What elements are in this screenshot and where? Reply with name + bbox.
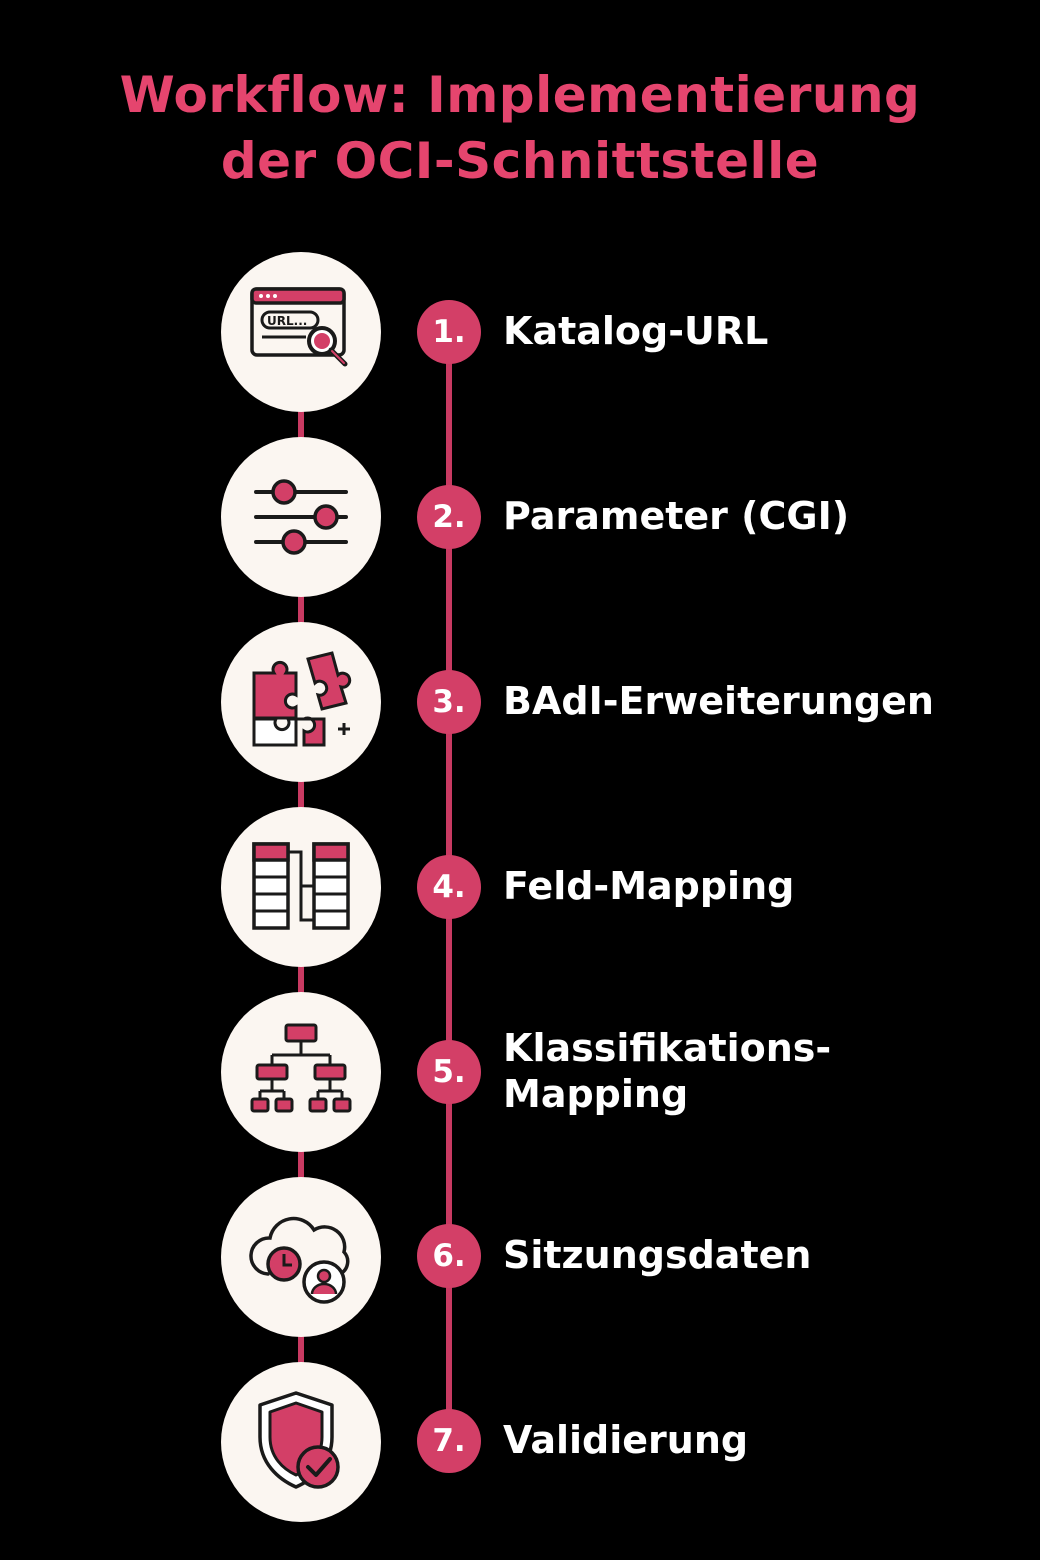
step-6-icon-circle	[221, 1177, 381, 1337]
page-title: Workflow: Implementierung der OCI-Schnit…	[0, 62, 1040, 194]
step-5-label-line-1: Klassifikations-	[503, 1026, 832, 1070]
icon-connector-1	[298, 410, 304, 440]
step-3-icon-circle	[221, 622, 381, 782]
step-5-label: Klassifikations- Mapping	[503, 1025, 831, 1117]
step-5-number: 5.	[417, 1040, 481, 1104]
step-5-label-line-2: Mapping	[503, 1072, 689, 1116]
shield-check-icon	[258, 1391, 340, 1489]
step-5-icon-circle	[221, 992, 381, 1152]
icon-connector-3	[298, 780, 304, 810]
step-2-icon-circle	[221, 437, 381, 597]
hierarchy-icon	[250, 1023, 352, 1113]
step-4-number: 4.	[417, 855, 481, 919]
step-3-label: BAdI-Erweiterungen	[503, 679, 934, 723]
step-2-number: 2.	[417, 485, 481, 549]
title-line-2: der OCI-Schnittstelle	[220, 132, 820, 190]
step-4-icon-circle	[221, 807, 381, 967]
step-1-icon-circle: URL...	[221, 252, 381, 412]
sliders-icon	[254, 479, 348, 555]
step-7-number: 7.	[417, 1409, 481, 1473]
puzzle-icon	[252, 651, 352, 747]
icon-connector-5	[298, 1150, 304, 1180]
icon-connector-4	[298, 965, 304, 995]
svg-text:URL...: URL...	[267, 314, 307, 328]
step-3-number: 3.	[417, 670, 481, 734]
step-7-label: Validierung	[503, 1418, 749, 1462]
step-1-label: Katalog-URL	[503, 309, 769, 353]
title-line-1: Workflow: Implementierung	[119, 66, 921, 124]
step-6-number: 6.	[417, 1224, 481, 1288]
url-search-icon: URL...	[250, 287, 348, 367]
step-6-label: Sitzungsdaten	[503, 1233, 812, 1277]
step-7-icon-circle	[221, 1362, 381, 1522]
icon-connector-2	[298, 595, 304, 625]
step-1-number: 1.	[417, 300, 481, 364]
step-2-label: Parameter (CGI)	[503, 494, 850, 538]
cloud-clock-user-icon	[249, 1216, 350, 1304]
step-4-label: Feld-Mapping	[503, 864, 795, 908]
table-mapping-icon	[252, 842, 350, 930]
icon-connector-6	[298, 1335, 304, 1365]
